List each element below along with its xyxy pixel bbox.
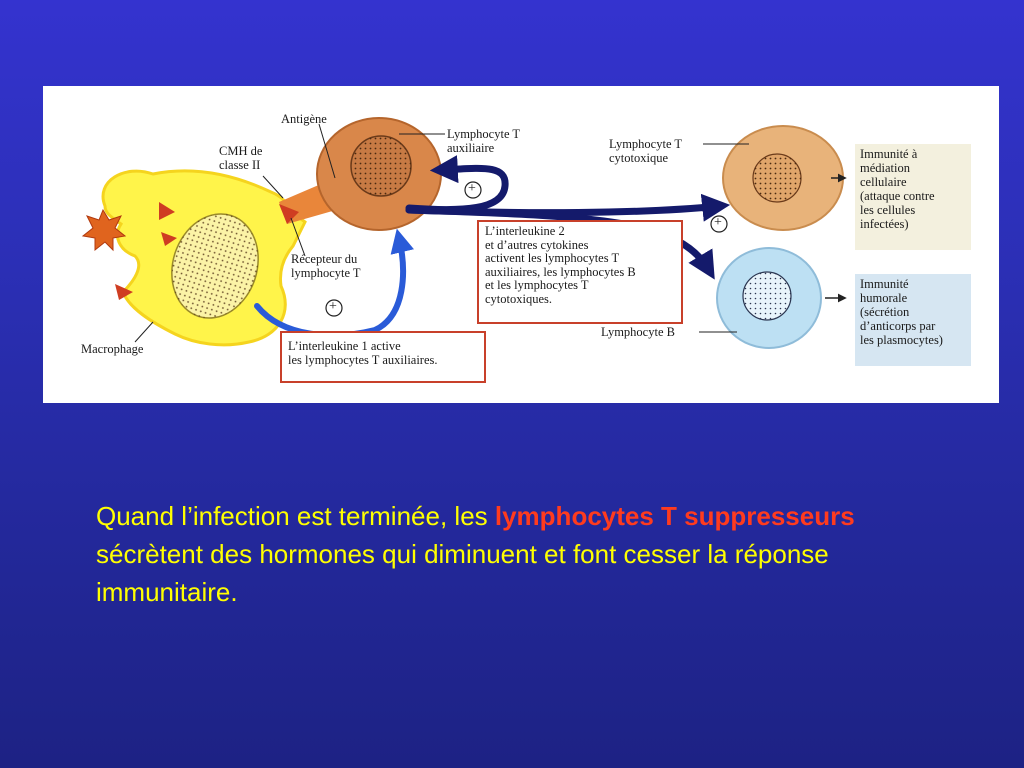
plus-sign-il2	[464, 181, 482, 199]
leader-line	[290, 217, 306, 257]
immune-response-diagram: Antigène CMH de classe II Récepteur du l…	[43, 86, 999, 403]
interleukin-2-box: L’interleukine 2 et d’autres cytokines a…	[477, 220, 683, 324]
label-mhc-class-ii: CMH de classe II	[219, 144, 263, 172]
caption-highlight: lymphocytes T suppresseurs	[494, 501, 855, 531]
caption-text-1: Quand l’infection est terminée, les	[96, 501, 495, 531]
leader-line	[262, 175, 284, 199]
plus-text: +	[329, 299, 337, 314]
leader-line	[318, 123, 336, 179]
antigen-star	[81, 208, 127, 252]
interleukin-1-box: L’interleukine 1 active les lymphocytes …	[280, 331, 486, 383]
antigen-fragment	[161, 232, 177, 246]
cellular-immunity-panel: Immunité à médiation cellulaire (attaque…	[855, 144, 971, 250]
il1-arrow	[254, 228, 414, 339]
plus-sign-il1	[325, 299, 343, 317]
label-t-cell-receptor: Récepteur du lymphocyte T	[291, 252, 361, 280]
leader-line	[134, 321, 154, 343]
antigen-fragment	[159, 202, 175, 220]
humoral-immunity-panel: Immunité humorale (sécrétion d’anticorps…	[855, 274, 971, 366]
label-macrophage: Macrophage	[81, 342, 144, 356]
label-antigen: Antigène	[281, 112, 327, 126]
label-helper-t-cell: Lymphocyte T auxiliaire	[447, 127, 521, 155]
plus-sign-cytokines	[710, 215, 728, 233]
plus-text: +	[468, 181, 476, 196]
diagram-drawing	[81, 117, 847, 349]
antigen-fragment	[115, 284, 133, 300]
receptor-triangle	[279, 204, 299, 224]
label-b-cell: Lymphocyte B	[601, 325, 675, 339]
label-cytotoxic-t-cell: Lymphocyte T cytotoxique	[609, 137, 683, 165]
caption-text-2: sécrètent des hormones qui diminuent et …	[96, 539, 829, 607]
plus-text: +	[714, 215, 722, 230]
slide-caption: Quand l’infection est terminée, les lymp…	[96, 497, 896, 611]
